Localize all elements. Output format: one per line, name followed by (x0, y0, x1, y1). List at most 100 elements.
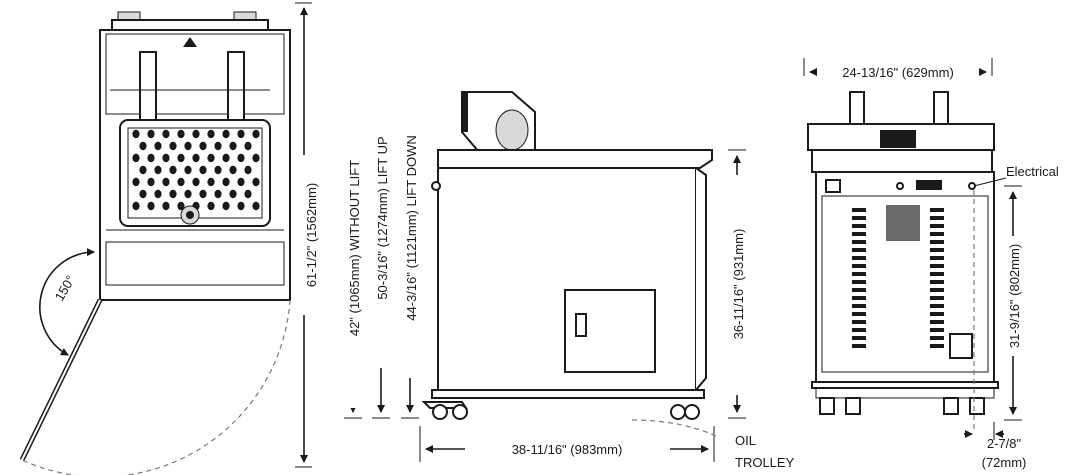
rear-label-plate (886, 205, 920, 241)
basket-hole (154, 141, 162, 151)
basket-hole (199, 189, 207, 199)
basket-hole (169, 189, 177, 199)
vent-slot (930, 296, 944, 300)
basket-hole (214, 165, 222, 175)
electrical-height-label: 31-9/16" (802mm) (1007, 244, 1022, 348)
basket-hole (199, 165, 207, 175)
vent-slot (930, 208, 944, 212)
basket-hole (244, 165, 252, 175)
basket-hole (229, 189, 237, 199)
caster-front-right (670, 404, 686, 420)
vent-slot (852, 288, 866, 292)
caster-front-left (432, 404, 448, 420)
vent-slot (852, 320, 866, 324)
basket-hole (237, 177, 245, 187)
vent-slot (852, 264, 866, 268)
electrical-label: Electrical (1006, 164, 1059, 179)
basket-hole (244, 141, 252, 151)
vent-slot (852, 328, 866, 332)
basket-hole (147, 201, 155, 211)
side-panel-handle (575, 313, 587, 337)
basket-hole (147, 153, 155, 163)
rear-outlet-box (949, 333, 973, 359)
vent-slot (930, 320, 944, 324)
height-lift-down-label: 44-3/16" (1121mm) LIFT DOWN (404, 135, 419, 320)
vent-slot (852, 248, 866, 252)
vent-slot (930, 240, 944, 244)
basket-hole (237, 129, 245, 139)
oil-trolley-leader (631, 419, 717, 437)
basket-hole (214, 189, 222, 199)
basket-hole (132, 153, 140, 163)
basket-hole (147, 129, 155, 139)
vent-slot (930, 288, 944, 292)
top-view: 150° 61-1/2" (1562mm) (19, 2, 322, 475)
basket-hole (229, 165, 237, 175)
basket-hole (184, 165, 192, 175)
basket-hole (229, 141, 237, 151)
basket-hole (237, 153, 245, 163)
basket-hole (207, 153, 215, 163)
basket-hole (139, 165, 147, 175)
basket-hole (154, 189, 162, 199)
vent-slot (852, 336, 866, 340)
door-angle-label: 150° (52, 273, 78, 304)
basket-hole (162, 201, 170, 211)
basket-hole (162, 129, 170, 139)
basket-hole (252, 177, 260, 187)
basket-hole (199, 141, 207, 151)
vent-slot (852, 240, 866, 244)
rear-width-label: 24-13/16" (629mm) (842, 65, 954, 80)
basket-hole (244, 189, 252, 199)
top-back-rail (111, 19, 269, 31)
rear-view: 24-13/16" (629mm) Electrical 31-9/16" (803, 58, 1059, 470)
basket-hole (132, 129, 140, 139)
vent-slot (930, 272, 944, 276)
height-lift-up-label: 50-3/16" (1274mm) LIFT UP (375, 136, 390, 299)
side-depth-label: 38-11/16" (983mm) (512, 442, 623, 457)
rear-junction-box (825, 179, 841, 193)
basket-hole (214, 141, 222, 151)
oil-trolley-label-2: TROLLEY (735, 455, 795, 470)
top-frypot-area (105, 33, 285, 115)
basket-hole (177, 153, 185, 163)
basket-hole (207, 201, 215, 211)
door-swing-arc (21, 299, 291, 475)
basket-hole (252, 153, 260, 163)
vent-slot (852, 224, 866, 228)
basket-hole (184, 189, 192, 199)
basket-hole (139, 141, 147, 151)
vent-slot (852, 280, 866, 284)
cook-height-label: 36-11/16" (931mm) (731, 229, 746, 340)
basket-hole (169, 141, 177, 151)
basket-hole (177, 129, 185, 139)
door-angle-arrow (39, 248, 95, 356)
vent-slot (852, 216, 866, 220)
basket-hole (139, 189, 147, 199)
basket-hole (222, 153, 230, 163)
vent-slot (930, 304, 944, 308)
basket-hole (132, 177, 140, 187)
basket-hole (222, 201, 230, 211)
basket-hole (222, 129, 230, 139)
basket-hole (147, 177, 155, 187)
basket-hole (237, 201, 245, 211)
basket-holes (132, 129, 260, 211)
basket-hole (192, 177, 200, 187)
vent-slot (930, 336, 944, 340)
basket-hole (192, 129, 200, 139)
overall-depth-label: 61-1/2" (1562mm) (304, 183, 319, 287)
basket-lift-arm-left (139, 51, 157, 123)
basket-hole (207, 177, 215, 187)
basket-lift-arm-right (227, 51, 245, 123)
basket-hole (192, 153, 200, 163)
basket-hole (184, 141, 192, 151)
basket-hole (222, 177, 230, 187)
vent-slot (852, 304, 866, 308)
vent-slot (852, 296, 866, 300)
electrical-offset-label-2: (72mm) (982, 455, 1027, 470)
vent-slot (852, 256, 866, 260)
vent-slot (852, 232, 866, 236)
vent-slot (930, 256, 944, 260)
